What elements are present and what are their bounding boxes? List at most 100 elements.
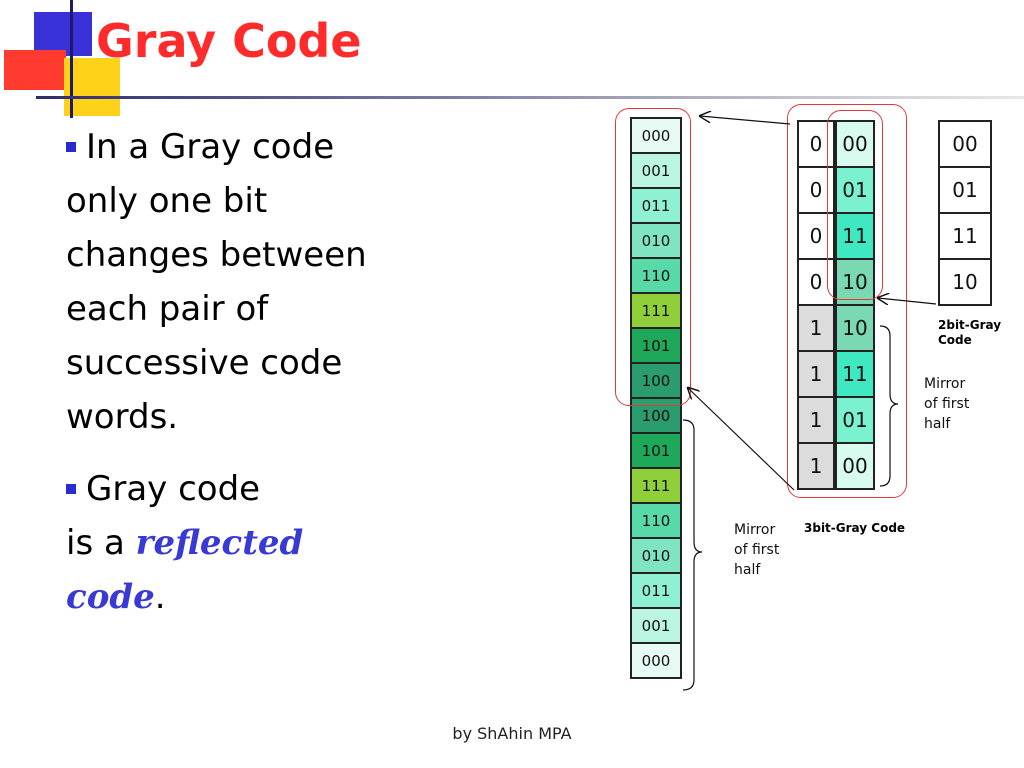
two-bit-code-cell: 10 <box>938 258 992 306</box>
three-bit-code-row: 000 <box>630 642 682 679</box>
prefix-bit-row: 0 <box>797 120 835 168</box>
three-bit-code-cell: 000 <box>630 642 682 679</box>
bullet-2-line-2: is a <box>66 523 125 563</box>
three-bit-code-cell: 111 <box>630 292 682 329</box>
three-bit-code-cell: 101 <box>630 327 682 364</box>
two-bit-title-label: 2bit-Gray Code <box>938 318 1002 347</box>
bullet-marker <box>66 484 76 494</box>
slide-title: Gray Code <box>96 14 362 68</box>
bullet-1-line-2: only one bit <box>66 181 268 221</box>
right-mirror-brace <box>879 325 899 487</box>
three-bit-code-row: 010 <box>630 222 682 259</box>
prefix-bit-row: 0 <box>797 258 835 306</box>
two-bit-code-cell: 01 <box>938 166 992 214</box>
three-bit-code-cell: 011 <box>630 187 682 224</box>
arrow-to-two-bit <box>878 298 937 304</box>
arrow-to-mirror <box>688 388 795 491</box>
prefix-bit-row: 1 <box>797 396 835 444</box>
suffix-bits-row: 00 <box>835 120 875 168</box>
suffix-bits-cell: 00 <box>835 442 875 490</box>
mirror-left-label: Mirror of first half <box>734 522 780 578</box>
decor-red-square <box>4 50 66 90</box>
three-bit-code-row: 011 <box>630 572 682 609</box>
three-bit-code-cell: 110 <box>630 257 682 294</box>
three-bit-code-cell: 100 <box>630 397 682 434</box>
suffix-bits-row: 11 <box>835 350 875 398</box>
three-bit-code-row: 101 <box>630 327 682 364</box>
first-half-highlight-box <box>615 108 691 406</box>
three-bit-code-cell: 101 <box>630 432 682 469</box>
suffix-bits-row: 00 <box>835 442 875 490</box>
two-bit-code-cell: 11 <box>938 212 992 260</box>
three-bit-code-cell: 001 <box>630 152 682 189</box>
bullet-1-line-6: words. <box>66 397 179 437</box>
three-bit-code-cell: 100 <box>630 362 682 399</box>
arrow-to-first-half <box>700 116 791 125</box>
prefix-bit-row: 1 <box>797 442 835 490</box>
prefix-bit-row: 0 <box>797 212 835 260</box>
bullet-2-line-1: Gray code <box>86 469 261 509</box>
suffix-bits-row: 01 <box>835 166 875 214</box>
suffix-bits-cell: 10 <box>835 304 875 352</box>
bullet-1-line-3: changes between <box>66 235 367 275</box>
prefix-bit-cell: 0 <box>797 258 835 306</box>
three-bit-code-cell: 111 <box>630 467 682 504</box>
three-bit-code-row: 111 <box>630 292 682 329</box>
emphasis-reflected: reflected <box>135 523 304 563</box>
two-bit-code-row: 11 <box>938 212 992 260</box>
suffix-bits-row: 11 <box>835 212 875 260</box>
suffix-bits-cell: 10 <box>835 258 875 306</box>
three-bit-code-row: 110 <box>630 502 682 539</box>
three-bit-code-row: 011 <box>630 187 682 224</box>
bullet-1: In a Gray code only one bit changes betw… <box>66 120 367 444</box>
bullet-2-period: . <box>154 577 166 617</box>
three-bit-code-cell: 001 <box>630 607 682 644</box>
three-bit-code-row: 111 <box>630 467 682 504</box>
suffix-bits-row: 01 <box>835 396 875 444</box>
prefix-bit-row: 1 <box>797 304 835 352</box>
three-bit-code-cell: 110 <box>630 502 682 539</box>
suffix-bits-cell: 01 <box>835 396 875 444</box>
prefix-bit-row: 1 <box>797 350 835 398</box>
suffix-bits-cell: 00 <box>835 120 875 168</box>
bullet-1-line-5: successive code <box>66 343 343 383</box>
two-bit-code-cell: 00 <box>938 120 992 168</box>
two-bit-code-row: 10 <box>938 258 992 306</box>
decor-vertical-line <box>70 0 73 118</box>
three-bit-code-cell: 010 <box>630 222 682 259</box>
suffix-bits-cell: 11 <box>835 212 875 260</box>
three-bit-code-cell: 010 <box>630 537 682 574</box>
three-bit-code-row: 000 <box>630 117 682 154</box>
bullet-1-line-1: In a Gray code <box>86 127 335 167</box>
three-bit-code-row: 001 <box>630 607 682 644</box>
three-bit-code-row: 100 <box>630 362 682 399</box>
three-bit-code-row: 110 <box>630 257 682 294</box>
two-bit-code-row: 01 <box>938 166 992 214</box>
three-bit-code-row: 001 <box>630 152 682 189</box>
three-bit-code-row: 100 <box>630 397 682 434</box>
footer-credit: by ShAhin MPA <box>452 724 572 743</box>
bullet-1-line-4: each pair of <box>66 289 269 329</box>
prefix-bit-row: 0 <box>797 166 835 214</box>
prefix-bit-cell: 0 <box>797 120 835 168</box>
suffix-bits-cell: 11 <box>835 350 875 398</box>
suffix-bits-row: 10 <box>835 258 875 306</box>
prefix-bit-cell: 1 <box>797 350 835 398</box>
emphasis-code: code <box>66 577 155 617</box>
suffix-bits-cell: 01 <box>835 166 875 214</box>
three-bit-title-label: 3bit-Gray Code <box>804 521 906 535</box>
prefix-bit-cell: 1 <box>797 396 835 444</box>
prefix-bit-cell: 1 <box>797 304 835 352</box>
three-bit-code-row: 101 <box>630 432 682 469</box>
mirror-right-label: Mirror of first half <box>924 376 970 432</box>
prefix-bit-cell: 0 <box>797 166 835 214</box>
two-bit-code-row: 00 <box>938 120 992 168</box>
title-underline <box>36 96 1024 99</box>
two-bit-source-box <box>827 110 883 300</box>
prefix-bit-cell: 0 <box>797 212 835 260</box>
bullet-2: Gray code is a reflected code. <box>66 462 303 624</box>
